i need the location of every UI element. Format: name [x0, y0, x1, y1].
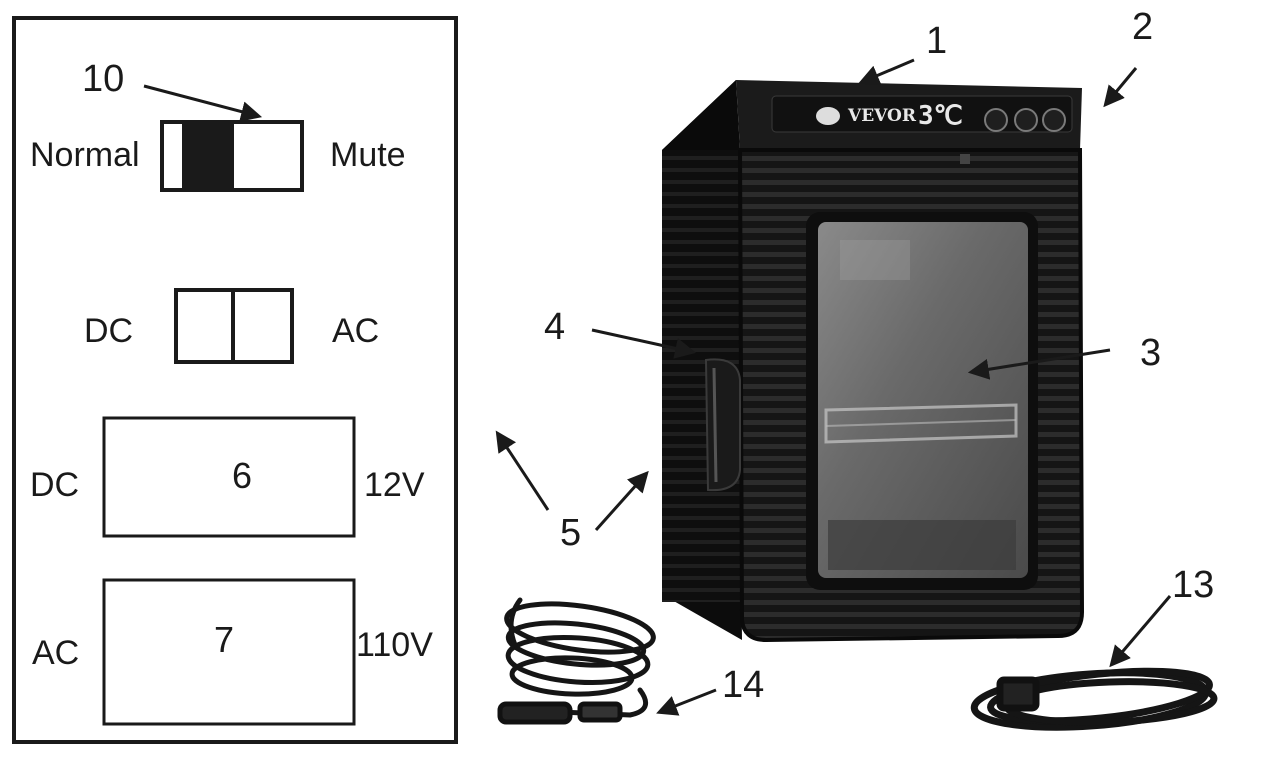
temperature-display: 3℃	[918, 101, 963, 131]
label-power-dc: DC	[84, 312, 134, 350]
brand-name: VEVOR	[848, 106, 916, 126]
arrow-3	[967, 348, 1111, 380]
label-110v: 110V	[356, 626, 433, 664]
label-normal: Normal	[30, 136, 140, 174]
callout-3: 3	[1140, 332, 1162, 374]
mute-switch	[143, 84, 304, 192]
callout-arrows	[495, 58, 1172, 716]
fridge-button-3	[1042, 108, 1066, 132]
dc-socket-box	[102, 416, 356, 538]
ac-cord-illustration	[970, 667, 1218, 731]
arrow-4	[591, 328, 697, 359]
arrow-5a	[495, 430, 550, 511]
glass-door	[818, 222, 1028, 578]
callout-1: 1	[926, 20, 948, 62]
label-socket-6: 6	[232, 455, 253, 496]
callout-13: 13	[1172, 564, 1215, 606]
label-mute: Mute	[330, 136, 406, 174]
fridge-button-2	[1014, 108, 1038, 132]
fridge-button-1	[984, 108, 1008, 132]
label-socket-7: 7	[214, 619, 235, 660]
arrow-1	[858, 58, 915, 86]
label-12v: 12V	[364, 466, 425, 504]
callout-5: 5	[560, 512, 582, 554]
arrow-14	[656, 688, 717, 716]
arrow-13	[1109, 595, 1172, 668]
callout-4: 4	[544, 306, 566, 348]
callout-14: 14	[722, 664, 765, 706]
arrow-5b	[594, 470, 649, 531]
callout-2: 2	[1132, 6, 1154, 48]
panel-frame	[12, 16, 458, 744]
label-socket-dc: DC	[30, 466, 80, 504]
label-socket-ac: AC	[32, 634, 80, 672]
car-cable-illustration	[497, 597, 656, 725]
arrow-2	[1103, 67, 1138, 108]
label-power-ac: AC	[332, 312, 380, 350]
brand-logo-icon	[816, 107, 840, 125]
ac-socket-box	[102, 578, 356, 726]
fridge-illustration	[662, 80, 1085, 643]
label-switch-number: 10	[82, 58, 125, 100]
power-switch	[174, 288, 294, 364]
